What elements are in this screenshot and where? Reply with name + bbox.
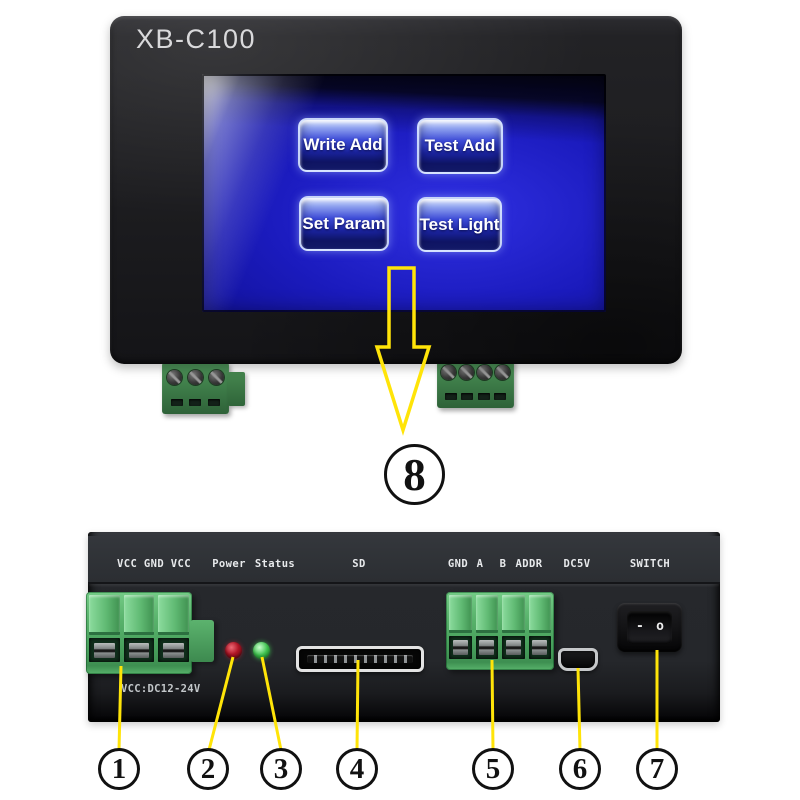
wire-slot: [189, 398, 202, 406]
callout-number: 1: [111, 752, 127, 785]
terminal-pin: [123, 595, 155, 635]
terminal-pin: [475, 595, 498, 633]
sd-card-slot: [296, 646, 424, 672]
power-led: [225, 642, 242, 659]
wire-slot: [171, 398, 184, 406]
controller-port-panel: VCC GND VCC Power Status SD GND A B ADDR…: [86, 532, 720, 722]
controller-front-view: XB-C100 Write Add Test Add Set Param Tes…: [110, 16, 682, 364]
screw-icon: [452, 640, 468, 655]
wire-slot: [493, 393, 506, 400]
switch-on-mark: -: [636, 619, 644, 634]
terminal-slots: [437, 387, 514, 406]
power-terminal-3pin: [86, 592, 192, 674]
screw-icon: [167, 369, 182, 385]
callout-4: 4: [336, 748, 378, 790]
terminal-holes: [86, 635, 192, 666]
callout-5: 5: [472, 748, 514, 790]
test-light-button[interactable]: Test Light: [417, 197, 502, 252]
terminal-pin: [502, 595, 525, 633]
label-b: B: [499, 558, 507, 570]
screw-icon: [477, 365, 493, 380]
wire-slot: [461, 393, 474, 400]
wire-hole: [475, 635, 498, 659]
touchscreen: Write Add Test Add Set Param Test Light: [202, 74, 606, 312]
screw-icon: [128, 642, 150, 658]
screw-icon: [188, 369, 203, 385]
callout-number: 5: [485, 752, 501, 785]
terminal-screws: [437, 358, 514, 387]
model-name: XB-C100: [136, 24, 257, 54]
panel-label-strip: VCC GND VCC Power Status SD GND A B ADDR…: [88, 536, 720, 584]
screw-icon: [209, 369, 224, 385]
terminal-slots: [162, 392, 229, 412]
terminal-pin: [89, 595, 120, 635]
terminal-side-tab: [190, 620, 214, 662]
status-led: [253, 642, 270, 659]
screw-icon: [440, 365, 456, 380]
terminal-lip: [446, 662, 554, 670]
wire-slot: [207, 398, 220, 406]
label-status-led: Status: [254, 558, 296, 570]
callout-number: 8: [403, 449, 426, 500]
wire-hole: [158, 638, 190, 663]
screw-icon: [479, 640, 495, 655]
callout-number: 6: [572, 752, 588, 785]
label-switch: SWITCH: [629, 558, 671, 570]
terminal-side-tab: [228, 372, 245, 406]
wire-hole: [528, 635, 551, 659]
wire-slot: [445, 393, 458, 400]
callout-number: 4: [349, 752, 365, 785]
callout-7: 7: [636, 748, 678, 790]
wire-hole: [502, 635, 525, 659]
wire-slot: [477, 393, 490, 400]
wire-hole: [89, 638, 120, 663]
screw-icon: [532, 640, 548, 655]
callout-3: 3: [260, 748, 302, 790]
label-dc5v: DC5V: [563, 558, 591, 570]
front-terminal-3pin: [162, 362, 229, 414]
switch-off-mark: o: [656, 619, 664, 634]
terminal-plates: [86, 592, 192, 635]
sd-slot-contacts: [307, 655, 413, 663]
label-addr: ADDR: [515, 558, 543, 570]
terminal-pin: [528, 595, 551, 633]
screw-icon: [163, 642, 185, 658]
terminal-lip: [86, 666, 192, 674]
callout-2: 2: [187, 748, 229, 790]
terminal-pin: [158, 595, 190, 635]
front-terminal-4pin: [437, 358, 514, 408]
test-add-button[interactable]: Test Add: [417, 118, 503, 174]
terminal-plates: [446, 592, 554, 633]
label-a: A: [476, 558, 484, 570]
label-sd: SD: [352, 558, 366, 570]
screw-icon: [505, 640, 521, 655]
wire-hole: [449, 635, 472, 659]
callout-6: 6: [559, 748, 601, 790]
screw-icon: [495, 365, 511, 380]
callout-number: 7: [649, 752, 665, 785]
label-gnd: GND: [447, 558, 469, 570]
wire-hole: [123, 638, 155, 663]
terminal-holes: [446, 633, 554, 663]
terminal-screws: [162, 362, 229, 392]
callout-8: 8: [384, 444, 445, 505]
write-add-button[interactable]: Write Add: [298, 118, 388, 172]
label-power-terminal: VCC GND VCC: [117, 558, 191, 570]
screw-icon: [458, 365, 474, 380]
set-param-button[interactable]: Set Param: [299, 196, 389, 251]
micro-usb-port: [558, 648, 598, 671]
power-switch[interactable]: - o: [617, 603, 682, 652]
screw-icon: [93, 642, 115, 658]
callout-1: 1: [98, 748, 140, 790]
callout-number: 3: [273, 752, 289, 785]
callout-number: 2: [200, 752, 216, 785]
terminal-pin: [449, 595, 472, 633]
signal-terminal-4pin: [446, 592, 554, 670]
voltage-rating-label: VCC:DC12-24V: [121, 683, 201, 695]
power-switch-key[interactable]: - o: [627, 611, 672, 644]
label-power-led: Power: [212, 558, 246, 570]
